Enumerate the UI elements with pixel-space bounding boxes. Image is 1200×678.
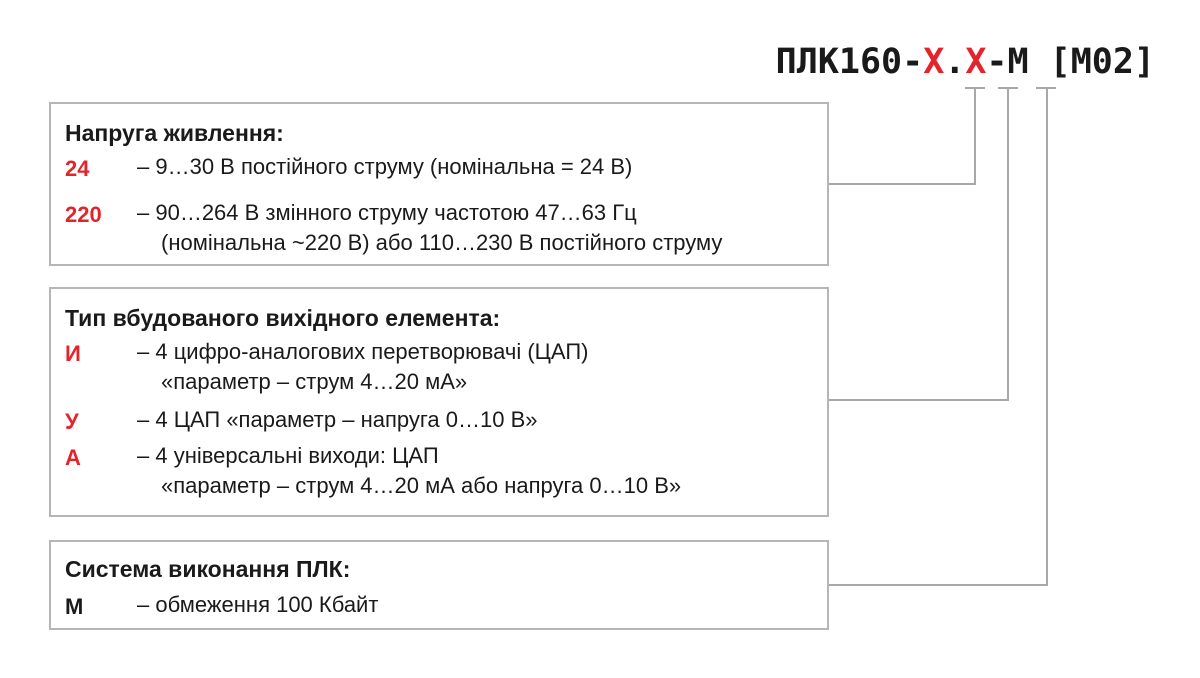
power-option-line: – 90…264 В змінного струму частотою 47…6… — [137, 200, 637, 225]
power-option-line: – 9…30 В постійного струму (номінальна =… — [137, 154, 633, 179]
output-option-desc-a: – 4 універсальні виходи: ЦАП «параметр –… — [137, 441, 681, 501]
power-option-code-24: 24 — [65, 156, 90, 181]
output-option-code-a: А — [65, 445, 81, 470]
output-option-line: – 4 універсальні виходи: ЦАП — [137, 443, 439, 468]
plc-system-title: Система виконання ПЛК: — [65, 556, 351, 582]
output-element-title: Тип вбудованого вихідного елемента: — [65, 305, 501, 331]
connector-system — [829, 87, 1056, 586]
power-supply-title: Напруга живлення: — [65, 120, 284, 146]
output-option-line-2: «параметр – струм 4…20 мА» — [161, 369, 468, 394]
power-option-desc-220: – 90…264 В змінного струму частотою 47…6… — [137, 198, 722, 258]
power-supply-box: Напруга живлення: 24 – 9…30 В постійного… — [49, 102, 829, 266]
system-option-line: – обмеження 100 Кбайт — [137, 592, 379, 617]
model-output-placeholder: Х — [965, 42, 987, 82]
output-element-box: Тип вбудованого вихідного елемента: И – … — [49, 287, 829, 517]
output-option-line: – 4 цифро-аналогових перетворювачі (ЦАП) — [137, 339, 589, 364]
output-option-code-u: У — [65, 409, 79, 434]
plc-system-box: Система виконання ПЛК: М – обмеження 100… — [49, 540, 829, 630]
model-suffix: -М [М02] — [986, 42, 1155, 82]
system-option-code-m: М — [65, 594, 84, 619]
output-option-desc-i: – 4 цифро-аналогових перетворювачі (ЦАП)… — [137, 337, 588, 397]
output-option-desc-u: – 4 ЦАП «параметр – напруга 0…10 В» — [137, 405, 537, 435]
power-option-line-2: (номінальна ~220 В) або 110…230 В постій… — [161, 230, 723, 255]
model-dot: . — [944, 42, 966, 82]
connector-power — [829, 87, 985, 185]
output-option-code-i: И — [65, 341, 81, 366]
power-option-code-220: 220 — [65, 202, 102, 227]
model-code: ПЛК160-Х.Х-М [М02] — [776, 42, 1155, 82]
system-option-desc-m: – обмеження 100 Кбайт — [137, 590, 378, 620]
power-option-desc-24: – 9…30 В постійного струму (номінальна =… — [137, 152, 632, 182]
output-option-line: – 4 ЦАП «параметр – напруга 0…10 В» — [137, 407, 538, 432]
model-prefix: ПЛК160- — [775, 42, 924, 82]
output-option-line-2: «параметр – струм 4…20 мА або напруга 0…… — [161, 473, 682, 498]
connector-output — [829, 87, 1018, 401]
model-power-placeholder: Х — [923, 42, 945, 82]
